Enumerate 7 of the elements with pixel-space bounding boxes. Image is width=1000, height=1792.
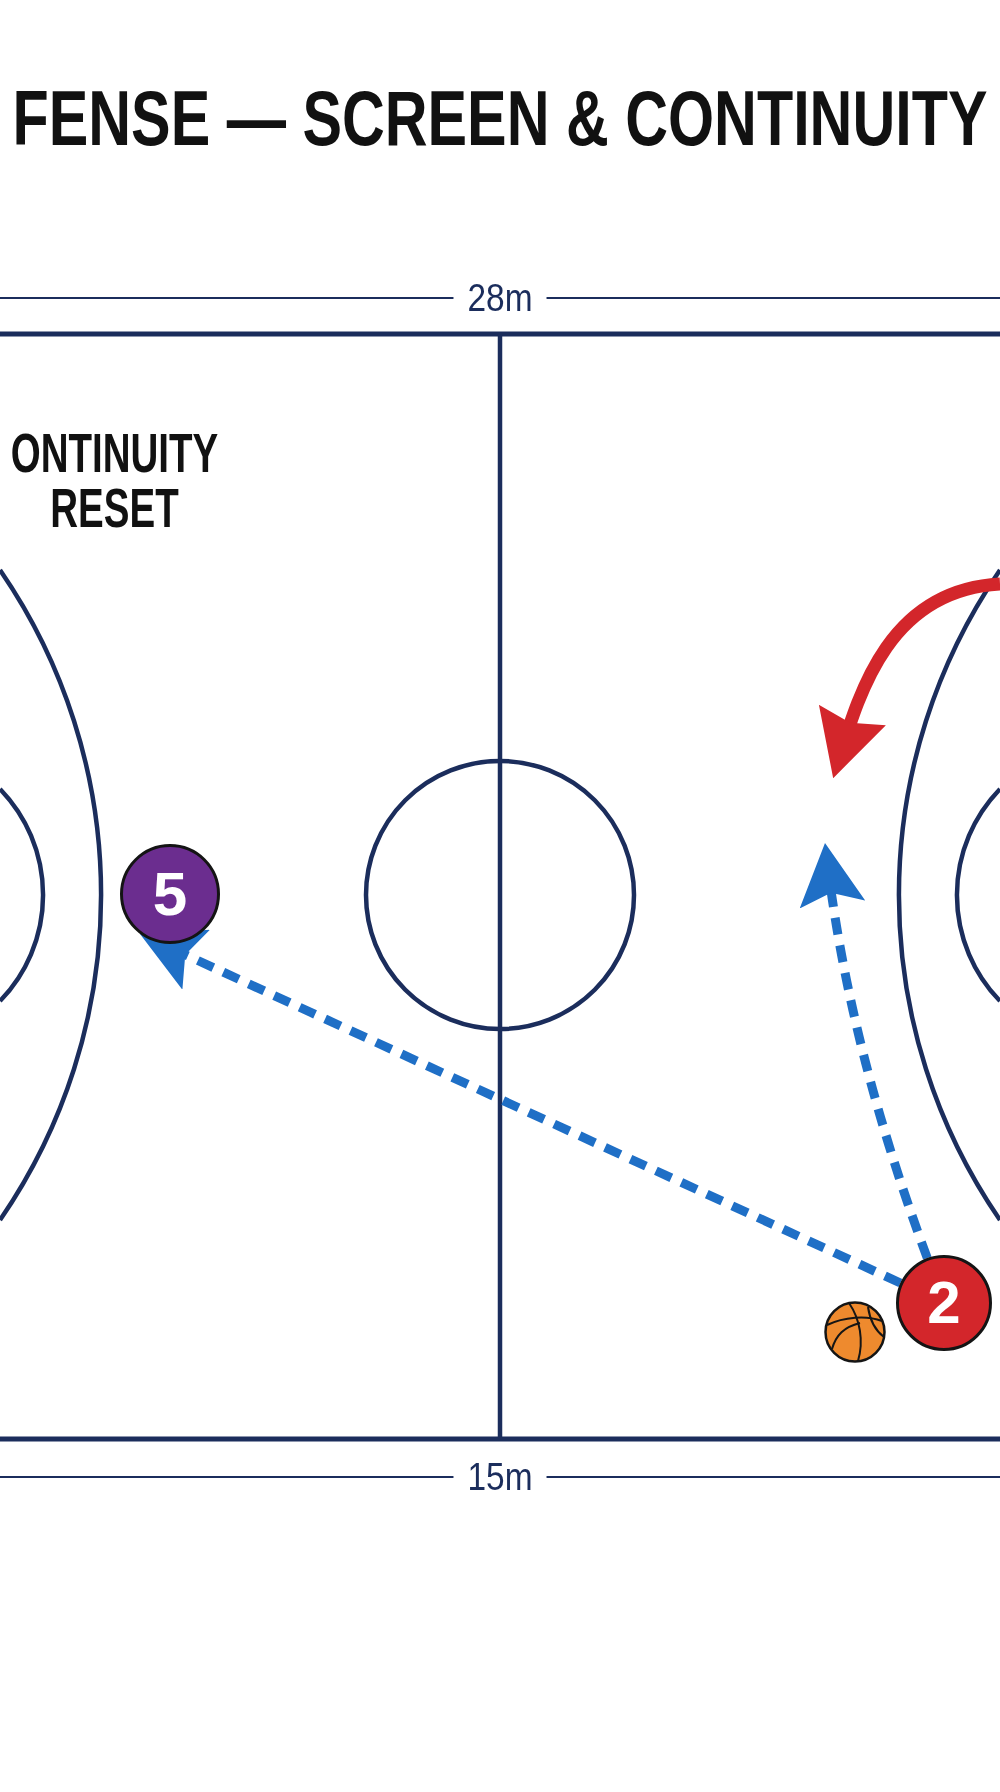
player-marker: 2 (896, 1255, 992, 1351)
dimension-label: 28m (467, 279, 533, 317)
player-marker: 5 (120, 844, 220, 944)
play-label: ONTINUITY RESET (9, 426, 220, 536)
dimension-label: 15m (467, 1458, 533, 1496)
diagram-title: FENSE — SCREEN & CONTINUITY (12, 79, 988, 157)
dashed-arrow (800, 843, 932, 1260)
